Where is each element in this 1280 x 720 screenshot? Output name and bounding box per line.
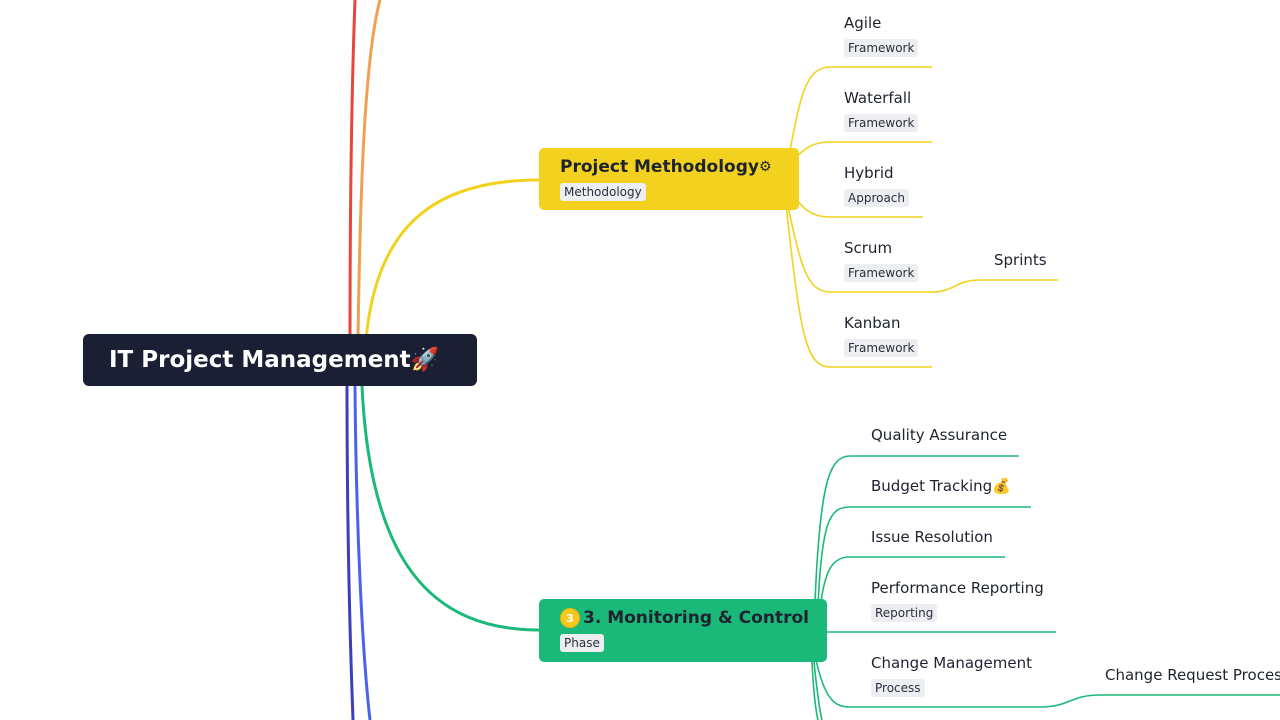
connector-offscreen-2 [811,661,819,720]
leaf-label: Issue Resolution [871,528,993,546]
leaf-tag: Approach [844,189,910,207]
leaf-tag: Framework [844,339,919,357]
connector-agile [789,66,932,151]
rocket-icon: 🚀 [410,347,440,373]
priority-badge-icon: 3 [560,608,580,628]
leaf-label: Quality Assurance [871,426,1008,444]
leaf-label: Change Management [871,654,1033,672]
leaf-label: Change Request Process [1105,666,1280,684]
leaf-budget-tracking[interactable]: Budget Tracking💰 [871,477,1011,495]
leaf-tag: Framework [844,264,919,282]
connector-waterfall [793,141,932,159]
money-bag-icon: 💰 [992,477,1011,495]
leaf-quality-assurance[interactable]: Quality Assurance [871,426,1007,444]
connector-root-monitoring [360,385,540,632]
connector-change-request [1039,694,1280,708]
connector-kanban [785,204,932,368]
gear-icon: ⚙ [758,159,772,175]
branch-title: Project Methodology [560,157,759,177]
leaf-agile[interactable]: Agile Framework [844,14,919,57]
leaf-tag: Framework [844,114,919,132]
leaf-scrum[interactable]: Scrum Framework [844,239,919,282]
connector-change [815,659,1040,708]
leaf-sprints[interactable]: Sprints [994,251,1047,269]
root-node[interactable]: IT Project Management🚀 [83,334,477,386]
connector-blue [353,385,372,720]
leaf-waterfall[interactable]: Waterfall Framework [844,89,919,132]
leaf-tag: Process [871,679,925,697]
leaf-label: Agile [844,14,882,32]
leaf-label: Waterfall [844,89,912,107]
leaf-change-management[interactable]: Change Management Process [871,654,1032,697]
branch-tag: Phase [560,634,604,652]
connector-offscreen-1 [813,661,823,720]
connector-orange [356,0,382,341]
leaf-tag: Framework [844,39,919,57]
leaf-hybrid[interactable]: Hybrid Approach [844,164,910,207]
connector-root-methodology [364,178,540,341]
connector-indigo [345,385,355,720]
leaf-performance-reporting[interactable]: Performance Reporting Reporting [871,579,1044,622]
leaf-label: Kanban [844,314,901,332]
leaf-issue-resolution[interactable]: Issue Resolution [871,528,993,546]
connector-quality [814,455,1019,603]
connector-scrum [785,197,932,293]
leaf-label: Performance Reporting [871,579,1044,597]
leaf-label: Budget Tracking💰 [871,477,1011,495]
connector-red [348,0,357,341]
leaf-label-text: Budget Tracking [871,477,993,495]
branch-tag: Methodology [560,183,646,201]
leaf-change-request-process[interactable]: Change Request Process [1105,666,1280,684]
branch-title: 3. Monitoring & Control [583,608,809,628]
connector-issue [819,556,1005,609]
leaf-label: Sprints [994,251,1047,269]
connector-sprints [931,279,1058,293]
leaf-kanban[interactable]: Kanban Framework [844,314,919,357]
branch-project-methodology[interactable]: Project Methodology⚙ Methodology [539,148,799,210]
connector-budget [817,506,1031,606]
leaf-label: Hybrid [844,164,894,182]
root-title: IT Project Management [109,347,411,373]
leaf-label: Scrum [844,239,893,257]
leaf-tag: Reporting [871,604,938,622]
